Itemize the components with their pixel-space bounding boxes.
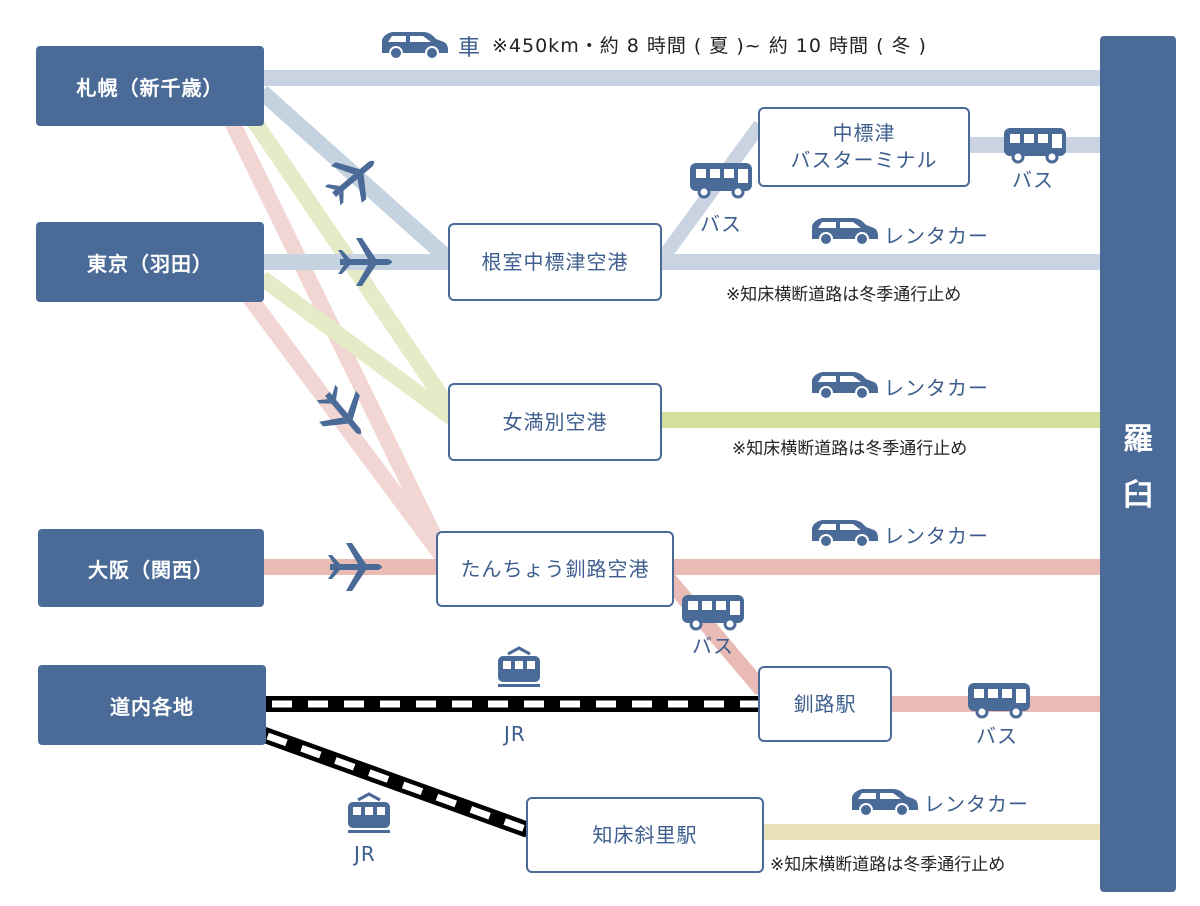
note-winter-closure: ※知床横断道路は冬季通行止め — [770, 855, 1006, 875]
hub-memanbetsu-airport: 女満別空港 — [448, 383, 662, 461]
origin-tokyo: 東京（羽田） — [36, 222, 264, 302]
train-icon — [348, 792, 390, 833]
hub-nakashibetsu-bus-terminal: 中標津バスターミナル — [758, 107, 970, 187]
label-rental-car: レンタカー — [884, 224, 989, 248]
car-icon — [812, 372, 878, 400]
destination-char-2: 臼 — [1123, 478, 1153, 513]
route-air-tokyo-memanbetsu — [257, 271, 457, 425]
hub-shiretoko-shari-station: 知床斜里駅 — [526, 797, 764, 873]
origin-sapporo: 札幌（新千歳） — [36, 46, 264, 126]
note-winter-closure: ※知床横断道路は冬季通行止め — [732, 439, 968, 459]
car-icon — [812, 520, 878, 548]
car-icon — [812, 218, 878, 246]
origin-osaka: 大阪（関西） — [38, 529, 264, 607]
train-icon — [498, 646, 540, 687]
label-rental-car: レンタカー — [924, 792, 1029, 816]
car-route-label: 車 — [458, 36, 482, 61]
airplane-icon — [324, 160, 375, 206]
bus-icon — [1004, 128, 1066, 164]
label-rental-car: レンタカー — [884, 376, 989, 400]
car-icon — [852, 789, 918, 817]
label-jr: JR — [504, 722, 526, 746]
hub-name-line2: バスターミナル — [790, 148, 938, 172]
airplane-icon — [328, 543, 382, 591]
car-route-detail: ※450km・約 8 時間 ( 夏 )~ 約 10 時間 ( 冬 ) — [492, 35, 927, 57]
destination-rausu: 羅 臼 — [1100, 36, 1176, 892]
hub-kushiro-airport: たんちょう釧路空港 — [436, 531, 674, 607]
bus-icon — [682, 595, 744, 631]
route-bus-kushiro-airport-station — [658, 569, 769, 696]
hub-kushiro-station: 釧路駅 — [758, 666, 892, 742]
airplane-icon — [338, 238, 392, 286]
bus-icon — [968, 683, 1030, 719]
label-jr: JR — [354, 842, 376, 866]
label-bus: バス — [700, 212, 742, 236]
hub-name-line1: 中標津 — [832, 121, 896, 145]
route-air-tokyo-kushiro — [243, 293, 449, 561]
note-winter-closure: ※知床横断道路は冬季通行止め — [726, 285, 962, 305]
bus-icon — [690, 163, 752, 199]
label-bus: バス — [692, 634, 734, 658]
airplane-icon — [316, 384, 362, 435]
label-bus: バス — [976, 724, 1018, 748]
destination-char-1: 羅 — [1123, 422, 1153, 457]
hub-nakashibetsu-airport: 根室中標津空港 — [448, 223, 662, 301]
origin-dounai: 道内各地 — [38, 665, 266, 745]
car-icon — [382, 32, 448, 60]
label-bus: バス — [1012, 168, 1054, 192]
label-rental-car: レンタカー — [884, 524, 989, 548]
